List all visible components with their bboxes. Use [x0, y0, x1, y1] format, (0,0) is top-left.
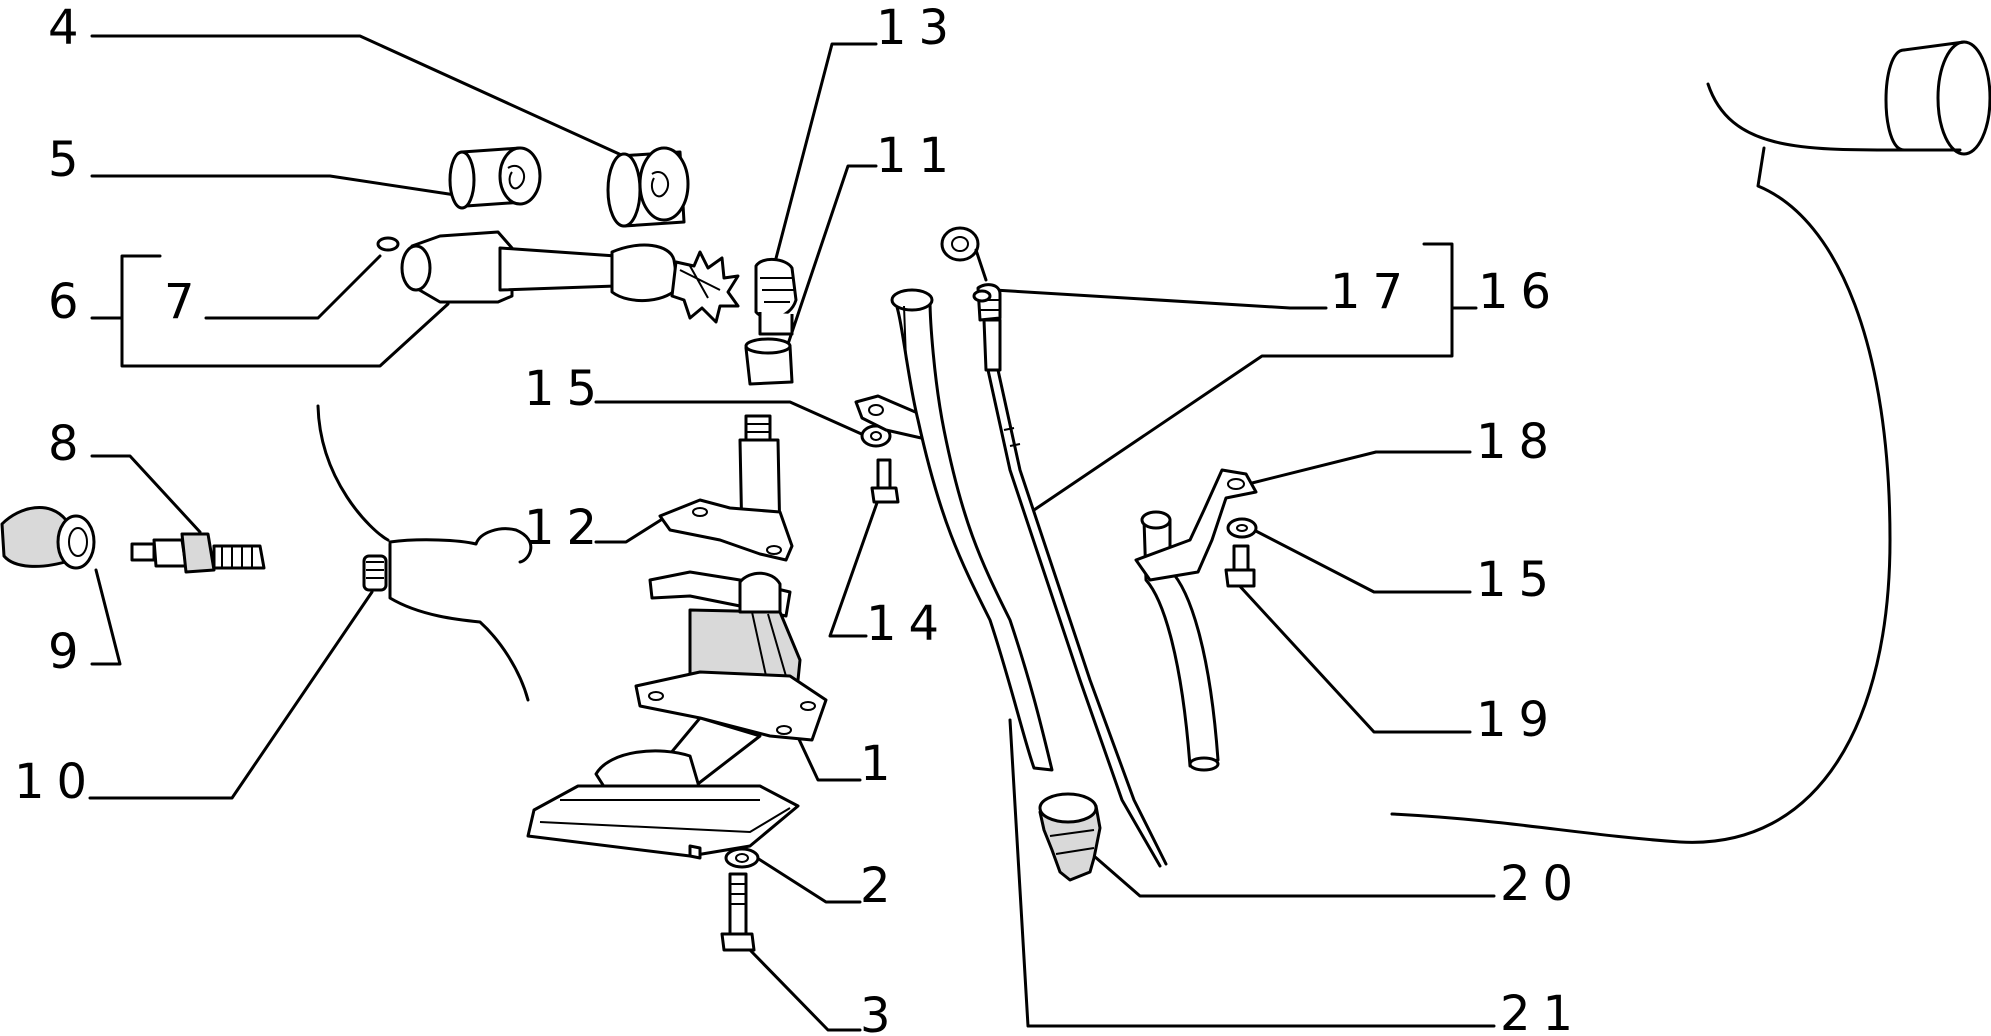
leader-11: [786, 164, 878, 346]
callout-9: 9: [48, 624, 91, 680]
leader-17: [992, 288, 1328, 310]
leader-3: [748, 948, 862, 1032]
leader-5: [90, 174, 464, 198]
part-10-plug: [362, 554, 388, 592]
callout-10: 10: [14, 754, 99, 810]
leader-15-right: [1248, 526, 1472, 594]
part-21-guide-tube: [890, 288, 1054, 772]
callout-1: 1: [860, 736, 903, 792]
leader-20: [1092, 854, 1496, 898]
part-8-sensor: [130, 532, 266, 574]
callout-11: 11: [876, 128, 961, 184]
crankcase-fragment: [316, 404, 533, 702]
breather-pipe: [1140, 510, 1220, 772]
callout-13: 13: [876, 0, 961, 56]
callout-14: 14: [866, 596, 951, 652]
part-6-shaft: [400, 230, 740, 324]
callout-21: 21: [1500, 986, 1585, 1036]
callout-5: 5: [48, 132, 91, 188]
part-18-bracket: [1134, 468, 1258, 582]
part-1-oil-pump: [526, 414, 828, 860]
part-14-bolt: [870, 458, 900, 504]
leader-2: [752, 854, 862, 904]
bracket-16: [1032, 242, 1478, 512]
callout-12: 12: [524, 500, 609, 556]
callout-16: 16: [1478, 264, 1563, 320]
callout-18: 18: [1476, 414, 1561, 470]
leader-lines: [88, 34, 1496, 1032]
callout-7: 7: [164, 274, 207, 330]
part-4-bushing: [606, 146, 690, 228]
callout-3: 3: [860, 988, 903, 1036]
leader-8: [90, 454, 202, 534]
callout-labels: 4 5 6 7 8 9 10 13 11 15 12 14 1 2 3 17 1…: [14, 0, 1585, 1036]
part-19-bolt: [1224, 544, 1256, 588]
part-9-cap: [0, 506, 96, 570]
leader-12: [594, 516, 666, 544]
leader-14: [828, 498, 880, 638]
leader-19: [1234, 580, 1472, 734]
part-2-washer: [724, 847, 760, 869]
part-7-pin: [376, 236, 400, 252]
callout-2: 2: [860, 858, 903, 914]
leader-21: [1008, 718, 1496, 1028]
callout-20: 20: [1500, 856, 1585, 912]
callout-17: 17: [1330, 264, 1415, 320]
bracket-6: [90, 254, 450, 368]
leader-9: [90, 568, 122, 666]
leader-4: [90, 34, 630, 160]
callout-15-left: 15: [524, 361, 609, 417]
part-13-gear: [754, 258, 798, 336]
leader-10: [88, 590, 374, 800]
leader-15-left: [594, 400, 868, 438]
part-16-dipstick: [940, 226, 1168, 868]
engine-block-outline: [1390, 40, 1991, 844]
callout-6: 6: [48, 274, 91, 330]
leader-7: [204, 254, 382, 320]
part-20-boot: [1038, 792, 1102, 882]
callout-15-right: 15: [1476, 552, 1561, 608]
leader-18: [1246, 450, 1472, 486]
part-17-seal: [972, 289, 992, 303]
callout-8: 8: [48, 416, 91, 472]
part-15-washer-right: [1226, 517, 1258, 539]
callout-4: 4: [48, 0, 91, 56]
leader-13: [772, 42, 878, 268]
part-11-bushing: [744, 337, 794, 386]
part-3-bolt: [720, 872, 756, 952]
part-5-bushing: [448, 146, 542, 210]
callout-19: 19: [1476, 692, 1561, 748]
